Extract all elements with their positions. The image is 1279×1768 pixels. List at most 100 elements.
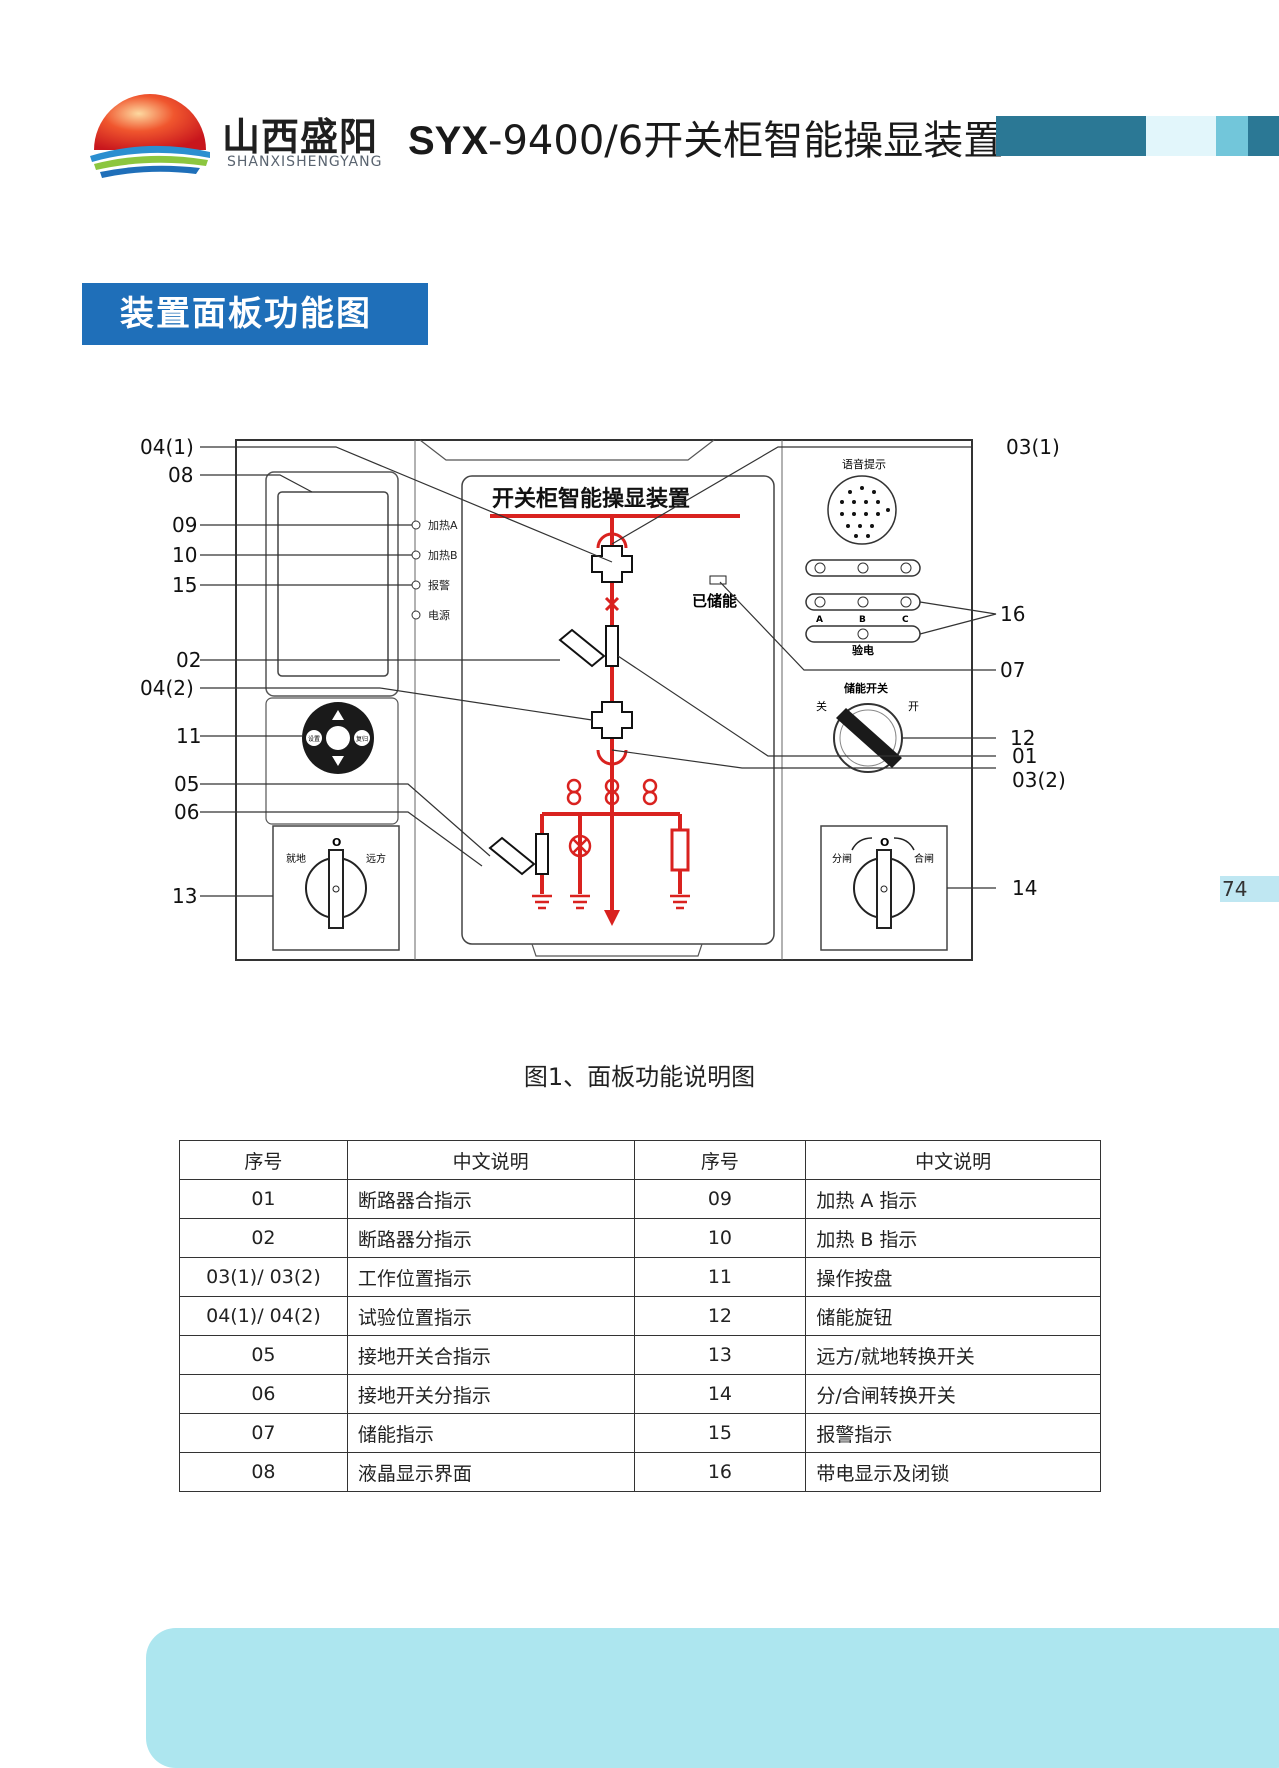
cell-desc: 断路器合指示 (346, 1179, 635, 1219)
test-label: 验电 (852, 643, 874, 657)
mimic-panel-title: 开关柜智能操显装置 (492, 486, 690, 512)
header-desc-1: 中文说明 (346, 1140, 635, 1180)
mimic-panel (461, 475, 775, 945)
lamp-1c (900, 562, 912, 574)
keypad-right-label: 复归 (356, 735, 368, 743)
cell-no: 04(1)/ 04(2) (179, 1296, 348, 1336)
lamp-phase-c (900, 596, 912, 608)
callout-14: 14 (1012, 876, 1037, 900)
cell-desc: 储能旋钮 (805, 1296, 1101, 1336)
product-title: SYX-9400/6开关柜智能操显装置 (408, 108, 1003, 166)
cell-no: 12 (633, 1296, 807, 1336)
indicator-heat-a-icon (411, 520, 421, 530)
cell-desc: 工作位置指示 (346, 1257, 635, 1297)
company-logo (90, 94, 210, 178)
speaker-icon (827, 475, 897, 545)
header-desc-2: 中文说明 (805, 1140, 1101, 1180)
page-number: 74 (1220, 876, 1279, 902)
keypad-left-label: 设置 (308, 735, 320, 743)
switch-14-right-label: 合闸 (914, 852, 934, 865)
storage-switch-inner (839, 709, 897, 767)
switch-14-zero: O (880, 836, 889, 849)
indicator-power-label: 电源 (428, 608, 450, 622)
function-table: 序号 中文说明 序号 中文说明 01 断路器合指示 09 加热 A 指示 02 … (179, 1140, 1101, 1492)
indicator-alarm-label: 报警 (428, 578, 450, 592)
callout-16: 16 (1000, 602, 1025, 626)
phase-c-label: C (902, 615, 909, 625)
callout-03-1: 03(1) (1006, 435, 1060, 459)
lamp-phase-a (814, 596, 826, 608)
cell-desc: 远方/就地转换开关 (805, 1335, 1101, 1375)
switch-13-zero: O (332, 836, 341, 849)
header-no-2: 序号 (633, 1140, 807, 1180)
callout-15: 15 (172, 573, 197, 597)
lcd-bezel (265, 471, 399, 697)
lamp-phase-b (857, 596, 869, 608)
table-row: 01 断路器合指示 09 加热 A 指示 (179, 1179, 1101, 1219)
cell-no: 03(1)/ 03(2) (179, 1257, 348, 1297)
table-row: 03(1)/ 03(2) 工作位置指示 11 操作按盘 (179, 1257, 1101, 1297)
storage-switch-off: 关 (816, 699, 827, 713)
cell-no: 11 (633, 1257, 807, 1297)
cell-no: 05 (179, 1335, 348, 1375)
table-row: 05 接地开关合指示 13 远方/就地转换开关 (179, 1335, 1101, 1375)
callout-04-1: 04(1) (140, 435, 194, 459)
stored-energy-lamp (709, 575, 727, 585)
stored-energy-label: 已储能 (692, 592, 737, 610)
section-heading: 装置面板功能图 (82, 283, 428, 345)
switch-14-arrow-right-icon (893, 837, 915, 851)
cell-no: 10 (633, 1218, 807, 1258)
brand-name-cn: 山西盛阳 (222, 115, 379, 159)
earth-symbols (532, 894, 690, 910)
switch-14-arrow-left-icon (851, 837, 873, 851)
cell-no: 07 (179, 1413, 348, 1453)
table-row: 02 断路器分指示 10 加热 B 指示 (179, 1218, 1101, 1258)
indicator-heat-a-label: 加热A (428, 519, 458, 532)
panel-top-notch (419, 439, 715, 461)
cell-desc: 带电显示及闭锁 (805, 1452, 1101, 1492)
cell-desc: 储能指示 (346, 1413, 635, 1453)
callout-13: 13 (172, 884, 197, 908)
keypad: 设置 复归 (302, 702, 374, 774)
brand-name-en: SHANXISHENGYANG (227, 154, 383, 170)
header-band-end (1248, 116, 1279, 156)
lamp-bar-1 (805, 559, 921, 577)
storage-switch-handle (836, 708, 902, 768)
indicator-heat-b-label: 加热B (428, 549, 458, 562)
lamp-1b (857, 562, 869, 574)
cell-no: 09 (633, 1179, 807, 1219)
table-row: 04(1)/ 04(2) 试验位置指示 12 储能旋钮 (179, 1296, 1101, 1336)
callout-08: 08 (168, 463, 193, 487)
header-band-light (1146, 116, 1216, 156)
lcd-screen (277, 491, 389, 677)
cell-desc: 接地开关分指示 (346, 1374, 635, 1414)
switch-14-pivot (880, 885, 888, 893)
cell-no: 13 (633, 1335, 807, 1375)
cell-desc: 试验位置指示 (346, 1296, 635, 1336)
cell-desc: 断路器分指示 (346, 1218, 635, 1258)
callout-04-2: 04(2) (140, 676, 194, 700)
callout-03-2: 03(2) (1012, 768, 1066, 792)
callout-02: 02 (176, 648, 201, 672)
cell-desc: 分/合闸转换开关 (805, 1374, 1101, 1414)
speaker-holes (840, 486, 890, 538)
cell-no: 15 (633, 1413, 807, 1453)
cell-desc: 加热 B 指示 (805, 1218, 1101, 1258)
cell-desc: 加热 A 指示 (805, 1179, 1101, 1219)
callout-01: 01 (1012, 744, 1037, 768)
product-title-rest: -9400/6开关柜智能操显装置 (488, 118, 1004, 164)
table-row: 06 接地开关分指示 14 分/合闸转换开关 (179, 1374, 1101, 1414)
cell-no: 08 (179, 1452, 348, 1492)
switch-14-left-label: 分闸 (832, 852, 852, 865)
indicator-alarm-icon (411, 580, 421, 590)
indicator-heat-b-icon (411, 550, 421, 560)
switch-13-frame (272, 825, 400, 951)
callout-11: 11 (176, 724, 201, 748)
lamp-1a (814, 562, 826, 574)
cell-no: 14 (633, 1374, 807, 1414)
switch-13-pivot (332, 885, 340, 893)
product-model: SYX (408, 119, 489, 163)
cell-desc: 接地开关合指示 (346, 1335, 635, 1375)
cell-desc: 报警指示 (805, 1413, 1101, 1453)
cell-no: 01 (179, 1179, 348, 1219)
